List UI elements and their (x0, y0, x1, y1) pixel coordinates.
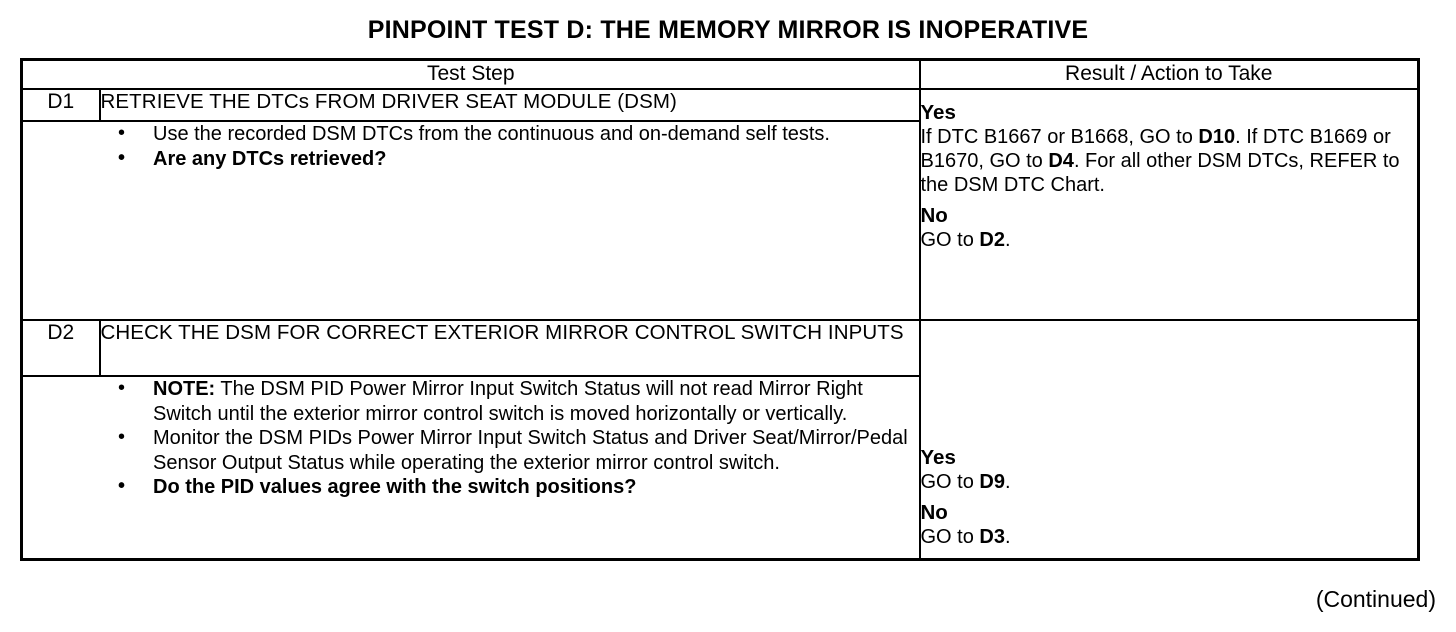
table-header-row: Test Step Result / Action to Take (20, 58, 1420, 90)
yes-text-segment-2: . (1004, 471, 1011, 493)
yes-step-ref-1: D9 (979, 471, 1005, 493)
step-title-d1: RETRIEVE THE DTCs FROM DRIVER SEAT MODUL… (98, 88, 921, 122)
table-row-d2-title: D2 CHECK THE DSM FOR CORRECT EXTERIOR MI… (20, 319, 1420, 561)
step-body-d1: Use the recorded DSM DTCs from the conti… (20, 120, 921, 321)
result-yes-label-d1: Yes (920, 101, 956, 124)
yes-text-segment-2: . If DTC B1669 or B1670, GO to (920, 126, 1391, 172)
pinpoint-test-table: Test Step Result / Action to Take D1 RET… (20, 58, 1420, 561)
no-text-segment-1: GO to (920, 229, 980, 251)
continued-note: (Continued) (1315, 586, 1436, 612)
yes-step-ref-2: D4 (1048, 150, 1074, 172)
result-no-label-d2: No (920, 501, 948, 524)
column-header-result-action: Result / Action to Take (918, 58, 1420, 90)
result-cell-d2: Yes GO to D9. No GO to D3. (918, 319, 1420, 561)
step-title-d2: CHECK THE DSM FOR CORRECT EXTERIOR MIRRO… (98, 319, 921, 377)
step-id-d1: D1 (20, 88, 101, 122)
result-no-text-d1: GO to D2. (921, 228, 1418, 252)
list-item-question: Do the PID values agree with the switch … (23, 474, 919, 500)
note-label: NOTE: (153, 378, 216, 400)
yes-step-ref-1: D10 (1198, 126, 1236, 148)
note-text: The DSM PID Power Mirror Input Switch St… (153, 378, 863, 425)
result-yes-label-d2: Yes (920, 446, 956, 469)
page-title: PINPOINT TEST D: THE MEMORY MIRROR IS IN… (367, 16, 1089, 44)
table-row-d1-body: Use the recorded DSM DTCs from the conti… (20, 120, 1419, 321)
step-body-d2: NOTE: The DSM PID Power Mirror Input Swi… (20, 375, 921, 561)
yes-text-segment-1: GO to (920, 471, 980, 493)
no-text-segment-2: . (1004, 229, 1011, 251)
table-row-d1-title: D1 RETRIEVE THE DTCs FROM DRIVER SEAT MO… (20, 88, 1420, 321)
yes-text-segment-3: . For all other DSM DTCs, REFER to the D… (920, 150, 1400, 196)
no-text-segment-2: . (1004, 526, 1011, 548)
result-cell-d1: Yes If DTC B1667 or B1668, GO to D10. If… (918, 88, 1420, 321)
bullet-list-d1: Use the recorded DSM DTCs from the conti… (23, 121, 919, 172)
no-text-segment-1: GO to (920, 526, 980, 548)
list-item-monitor: Monitor the DSM PIDs Power Mirror Input … (23, 425, 919, 475)
list-item-note: NOTE: The DSM PID Power Mirror Input Swi… (23, 376, 919, 426)
bullet-list-d2: NOTE: The DSM PID Power Mirror Input Swi… (23, 376, 919, 500)
step-id-d2: D2 (20, 319, 101, 377)
list-item: Are any DTCs retrieved? (23, 146, 919, 172)
result-no-label-d1: No (920, 204, 948, 227)
table-row-d2-body: NOTE: The DSM PID Power Mirror Input Swi… (20, 375, 1419, 561)
list-item: Use the recorded DSM DTCs from the conti… (23, 121, 919, 147)
column-header-test-step: Test Step (20, 58, 921, 90)
no-step-ref-1: D3 (979, 526, 1005, 548)
result-no-text-d2: GO to D3. (921, 525, 1418, 549)
result-yes-text-d2: GO to D9. (921, 470, 1418, 494)
no-step-ref-1: D2 (979, 229, 1005, 251)
result-yes-text-d1: If DTC B1667 or B1668, GO to D10. If DTC… (921, 125, 1418, 197)
yes-text-segment-1: If DTC B1667 or B1668, GO to (920, 126, 1199, 148)
